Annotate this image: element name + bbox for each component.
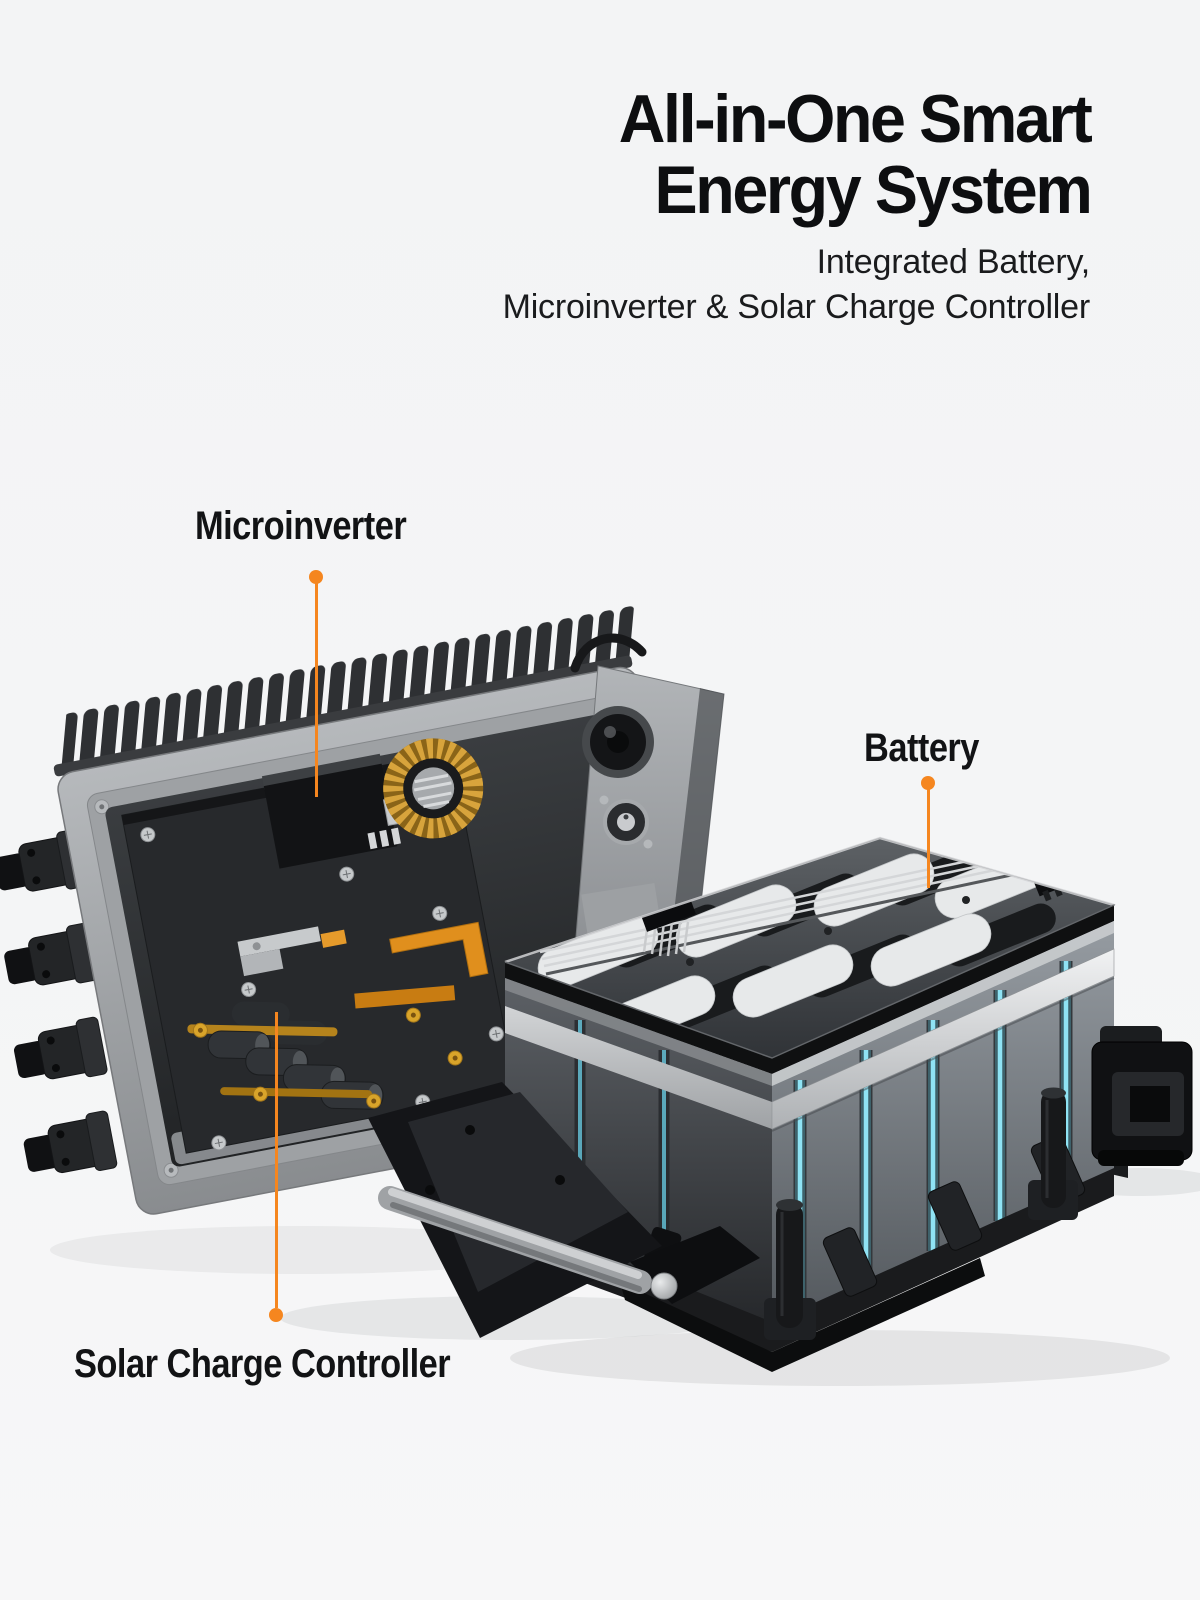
solar-controller-callout-line: [274, 1012, 278, 1308]
page-title: All-in-One Smart Energy System: [532, 81, 1092, 228]
plate-rails: [539, 850, 1017, 976]
plate-holes: [686, 896, 970, 966]
battery-label: Battery: [864, 726, 979, 770]
ground-shadows: [50, 1168, 1200, 1386]
hold-down-posts: [764, 1087, 1078, 1340]
copper-busbars: [320, 921, 489, 1009]
pcb-screws: [140, 827, 504, 1151]
heatsink-fins: [53, 605, 635, 777]
battery-top-plate: [503, 836, 1116, 1059]
round-port: [582, 706, 654, 778]
xlr-connector: [599, 795, 653, 849]
microinverter-label: Microinverter: [195, 504, 407, 548]
rod-end-ball: [650, 1272, 678, 1300]
battery-callout-line: [926, 788, 930, 888]
page-subtitle: Integrated Battery, Microinverter & Sola…: [502, 240, 1091, 330]
battery-right-face: [772, 921, 1114, 1324]
gold-standoffs: [192, 1007, 463, 1109]
header: All-in-One Smart Energy System Integrate…: [502, 81, 1093, 330]
subtitle-line-2: Microinverter & Solar Charge Controller: [502, 288, 1091, 326]
microinverter-callout-line: [314, 582, 318, 797]
title-line-2: Energy System: [654, 152, 1092, 228]
solar-controller-callout-dot: [269, 1308, 283, 1322]
circuit-board: [121, 738, 517, 1154]
right-bevel: [772, 921, 1114, 1086]
microinverter-callout-dot: [309, 570, 323, 584]
microinverter-unit: [0, 605, 717, 1215]
corner-bracket: [1091, 1026, 1193, 1166]
mounting-base: [368, 1082, 1114, 1372]
left-bevel: [505, 978, 772, 1086]
battery-callout-dot: [921, 776, 935, 790]
toroidal-inductor: [383, 738, 484, 839]
subtitle-line-1: Integrated Battery,: [816, 243, 1091, 281]
battery-unit: [368, 836, 1193, 1372]
metal-bracket: [237, 926, 321, 977]
battery-strap: [505, 948, 1115, 1132]
cable-loop: [570, 633, 647, 673]
front-foot: [368, 1082, 760, 1338]
solar-controller-label: Solar Charge Controller: [74, 1342, 451, 1386]
title-line-1: All-in-One Smart: [618, 81, 1092, 157]
plate-edge: [505, 905, 1114, 1074]
mounting-rod: [378, 1186, 652, 1294]
